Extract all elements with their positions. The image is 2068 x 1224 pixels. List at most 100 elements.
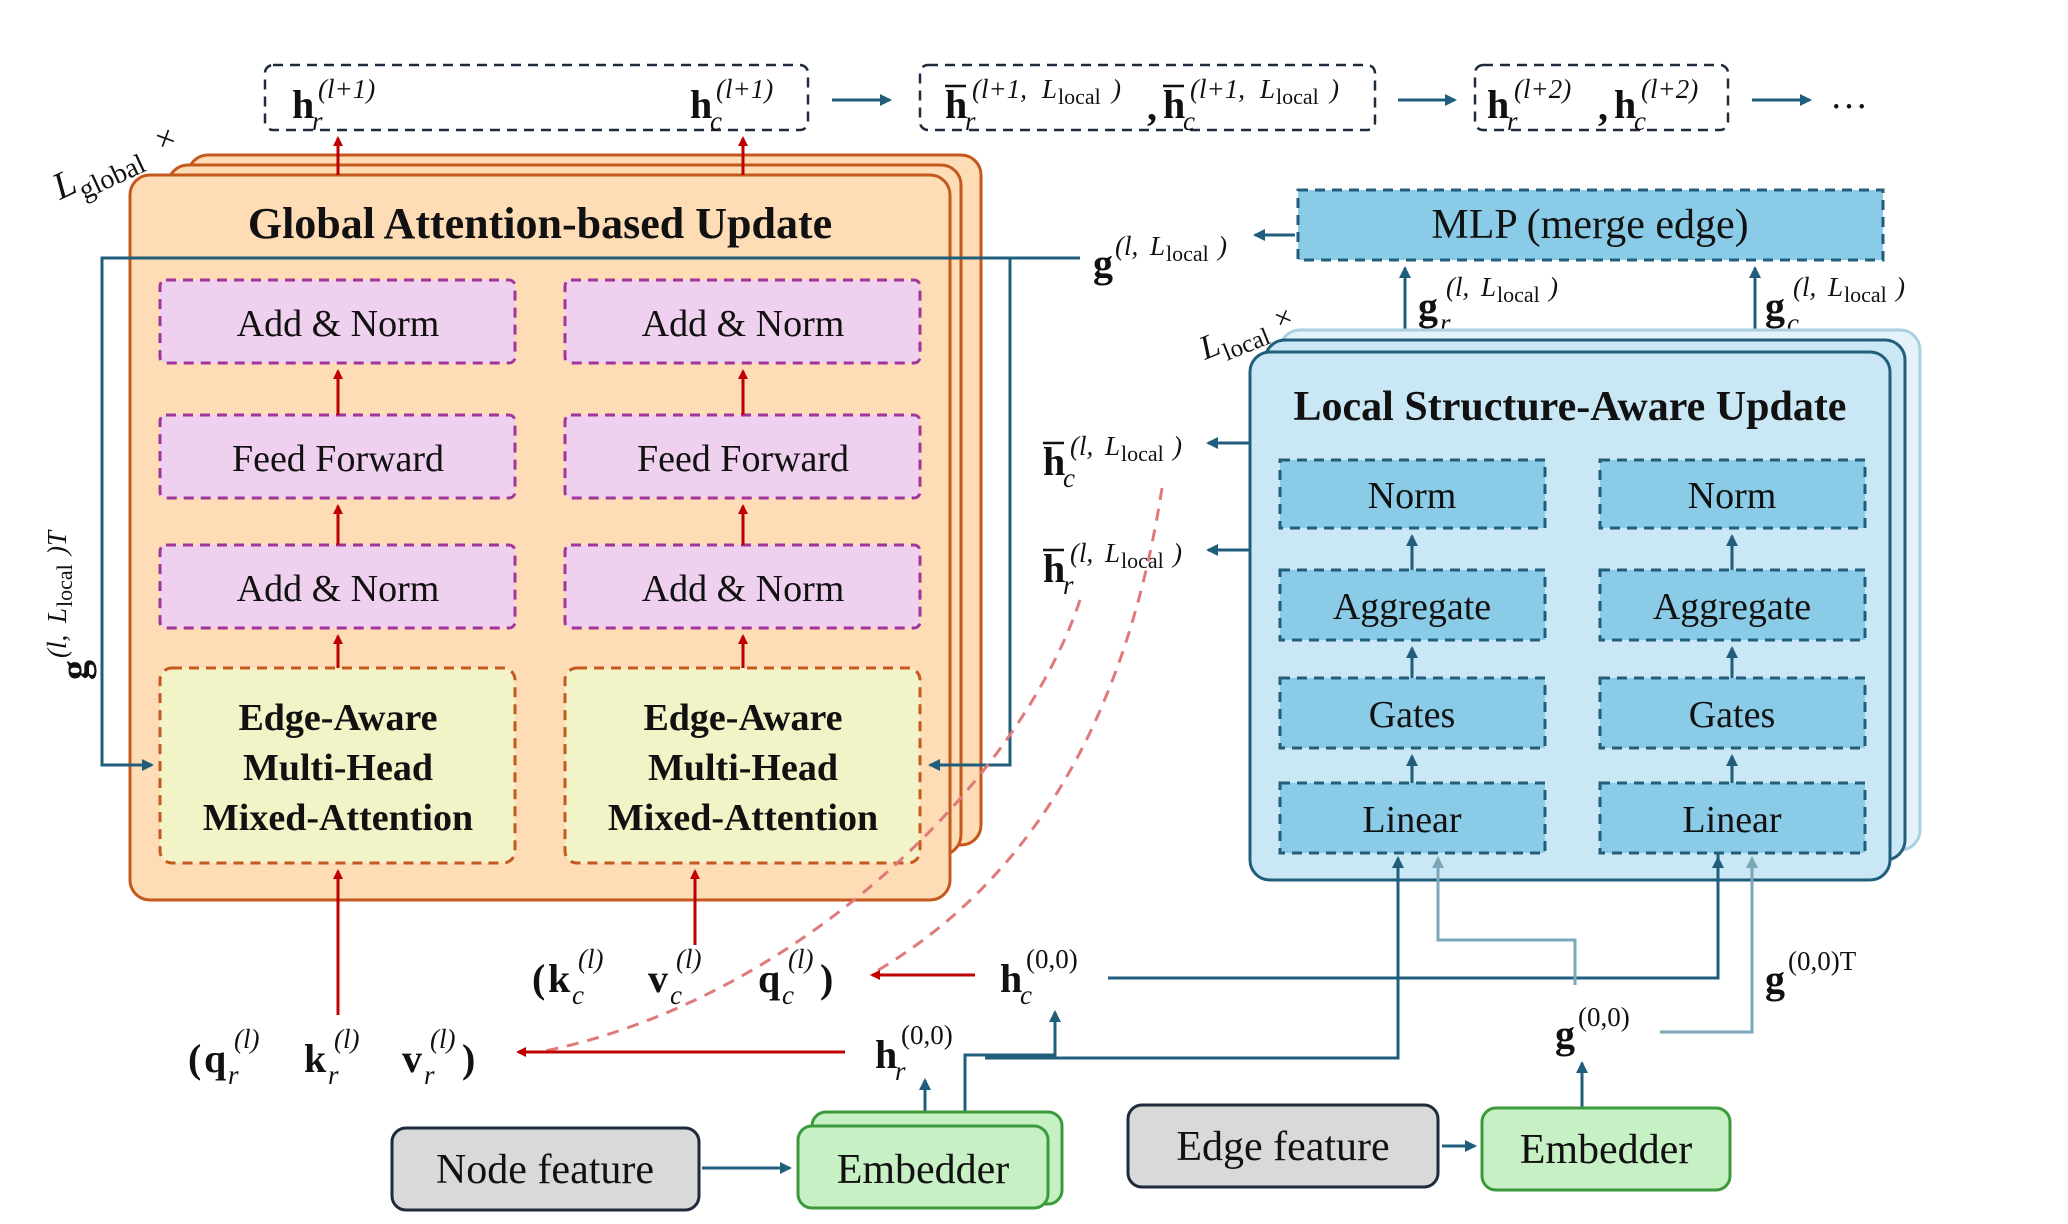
hbar-labels: h c (l, L local ) h r (l, L local ) (1043, 431, 1182, 600)
local-left-linear (1278, 781, 1547, 855)
left-attention-box (158, 666, 517, 865)
sub-c: c (670, 980, 682, 1010)
sup-l: (l) (676, 944, 701, 974)
sup-close: ) (1894, 272, 1905, 302)
sub-r: r (424, 1060, 435, 1090)
sup-close: ) (1328, 74, 1339, 104)
h-c-00: h (1000, 956, 1022, 1001)
sub-c: c (1020, 980, 1032, 1010)
node-embedder-box (796, 1124, 1050, 1210)
edge-embedder-box (1480, 1106, 1732, 1192)
sup-l: (l) (578, 944, 603, 974)
line-g-to-right-linear (1660, 856, 1758, 1034)
g-00-T-label: g (1765, 957, 1785, 1002)
mlp-box (1296, 188, 1885, 262)
local-left-gates-label: Gates (1369, 694, 1456, 736)
sup-l1: (l+1) (318, 74, 375, 104)
sup-00: (0,0) (1578, 1002, 1630, 1032)
local-right-aggregate-label: Aggregate (1653, 586, 1811, 628)
bottom-inputs: Node feature Embedder Edge feature Embed… (390, 1103, 1732, 1212)
top-output-row: h r (l+1) h c (l+1) h r (l+1, L local ) … (263, 63, 1868, 136)
sup: (l, (1793, 272, 1816, 302)
sup-local: local (1844, 282, 1887, 307)
node-feature-label: Node feature (436, 1147, 654, 1193)
sup-local: local (1058, 84, 1101, 109)
hbar-r-label: h (1043, 546, 1065, 591)
local-right-norm-label: Norm (1688, 475, 1777, 517)
left-attention-line2: Multi-Head (243, 747, 433, 789)
svg-text:g: g (52, 660, 97, 680)
sup-local: local (1121, 441, 1164, 466)
sup-close: ) (1171, 431, 1182, 461)
sup-close: ) (1171, 538, 1182, 568)
sub-c: c (782, 980, 794, 1010)
sup-L: L (1104, 538, 1120, 568)
local-left-aggregate-label: Aggregate (1333, 586, 1491, 628)
local-title: Local Structure-Aware Update (1294, 384, 1847, 430)
paren-open: ( (188, 1036, 201, 1081)
g-line-right (928, 258, 1012, 771)
output-box-local (918, 63, 1377, 132)
local-right-norm (1598, 458, 1867, 530)
sup-l: (l) (788, 944, 813, 974)
right-attention-line3: Mixed-Attention (608, 797, 878, 839)
h-r-l2: h (1487, 82, 1509, 127)
dashed-curve-r (539, 599, 1082, 1054)
dashed-curve-c (869, 487, 1164, 977)
local-left-norm (1278, 458, 1547, 530)
sub-r: r (1507, 106, 1518, 136)
sub-c: c (1634, 106, 1646, 136)
g-transpose-label: g (l, L local )T (42, 529, 97, 680)
sup-local: local (1276, 84, 1319, 109)
right-add-norm-bottom-label: Add & Norm (642, 568, 845, 610)
left-add-norm-top (158, 278, 517, 365)
qkv-r-group: ( q r (l) k r (l) v r (l) ) (188, 1024, 475, 1090)
comma: , (1598, 84, 1608, 129)
g-line-left (100, 256, 1080, 771)
sup: (l, (1115, 231, 1138, 261)
sup-00T: (0,0)T (1788, 946, 1857, 976)
sub-r: r (1063, 570, 1074, 600)
svg-text:×: × (149, 118, 182, 160)
h-c-l2: h (1614, 82, 1636, 127)
right-add-norm-top (563, 278, 922, 365)
local-left-norm-label: Norm (1368, 475, 1457, 517)
sup-l2: (l+2) (1641, 74, 1698, 104)
h00-labels: h c (0,0) h r (0,0) (875, 944, 1078, 1086)
v-c: v (648, 956, 668, 1001)
qkv-c-group: ( k c (l) v c (l) q c (l) ) (532, 944, 833, 1010)
local-right-linear (1598, 781, 1867, 855)
sup: (l, (1446, 272, 1469, 302)
sub-r: r (895, 1056, 906, 1086)
paren-open: ( (532, 956, 545, 1001)
sup: (l+1, (972, 74, 1027, 104)
global-block: Global Attention-based Update L global ×… (45, 118, 983, 1015)
edge-feature-label: Edge feature (1176, 1124, 1389, 1170)
sup-close: ) (1216, 231, 1227, 261)
g-c-label: g (1765, 284, 1785, 329)
sup-local: local (1497, 282, 1540, 307)
right-feed-forward-label: Feed Forward (637, 438, 849, 480)
node-embedder-label: Embedder (837, 1147, 1010, 1193)
global-title: Global Attention-based Update (248, 199, 832, 248)
g-l-local-label: g (1093, 241, 1113, 286)
arrow-emb-to-hc (963, 1010, 1061, 1118)
sup-L: L (1480, 272, 1496, 302)
q-c: q (758, 956, 780, 1001)
sub-c: c (710, 106, 722, 136)
svg-text:L: L (42, 608, 72, 624)
local-right-aggregate (1598, 568, 1867, 642)
left-feed-forward-label: Feed Forward (232, 438, 444, 480)
sup-l: (l) (234, 1024, 259, 1054)
sub-r: r (312, 106, 323, 136)
left-attention-line3: Mixed-Attention (203, 797, 473, 839)
sup: (l, (1070, 538, 1093, 568)
local-left-linear-label: Linear (1362, 799, 1462, 841)
line-g-to-left-linear (1432, 856, 1577, 985)
svg-text:local: local (52, 564, 77, 607)
sub-r: r (228, 1060, 239, 1090)
g-00-label: g (1555, 1012, 1575, 1057)
local-left-aggregate (1278, 568, 1547, 642)
